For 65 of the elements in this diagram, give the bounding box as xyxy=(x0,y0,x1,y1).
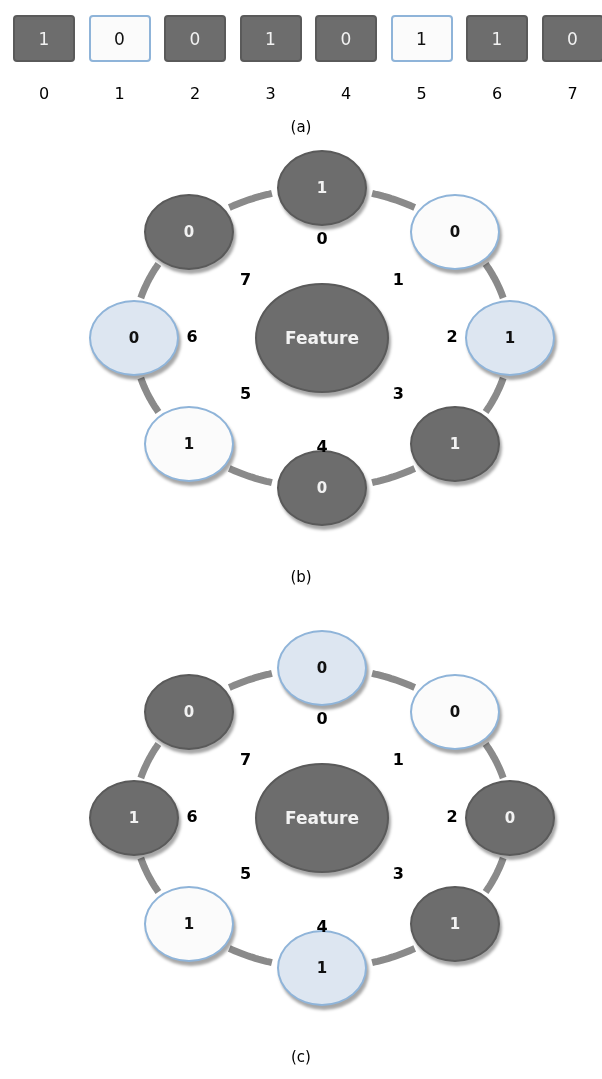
bit-circle: 1 xyxy=(277,150,367,226)
bit-circle: 1 xyxy=(89,780,179,856)
ring-connector xyxy=(137,376,162,414)
index-number: 0 xyxy=(315,709,329,728)
bit-circle: 0 xyxy=(144,193,235,270)
bit-cell: 1 xyxy=(466,15,528,62)
index-number: 7 xyxy=(239,270,253,290)
bit-circle: 1 xyxy=(144,886,235,963)
bit-circle: 0 xyxy=(89,300,179,376)
ring-connector xyxy=(137,262,162,300)
bit-cell: 1 xyxy=(239,15,302,62)
bit-cell: 0 xyxy=(315,15,377,62)
ring-connector xyxy=(227,190,273,211)
panel-caption: (b) xyxy=(289,568,313,586)
index-number: 2 xyxy=(445,327,459,346)
index-number: 6 xyxy=(185,807,199,826)
ring-connector xyxy=(227,465,273,486)
ring-connector xyxy=(371,190,417,211)
ring-connector xyxy=(137,742,162,780)
ring-connector xyxy=(482,742,507,780)
index-number: 7 xyxy=(239,750,253,770)
bit-circle: 0 xyxy=(465,780,555,856)
bit-cell: 0 xyxy=(164,15,226,62)
ring-connector xyxy=(227,670,273,691)
ring-connector xyxy=(371,670,417,691)
index-number: 5 xyxy=(239,383,253,403)
index-number: 1 xyxy=(391,750,405,770)
bit-circle: 0 xyxy=(277,630,367,706)
bit-circle: 0 xyxy=(409,673,500,750)
feature-circle: Feature xyxy=(255,763,389,873)
index-number: 6 xyxy=(185,327,199,346)
index-number: 3 xyxy=(264,84,277,103)
ring-connector xyxy=(482,376,507,414)
index-number: 0 xyxy=(315,229,329,248)
index-number: 2 xyxy=(188,84,202,103)
index-number: 6 xyxy=(490,84,504,103)
ring-connector xyxy=(482,262,507,300)
ring-connector xyxy=(371,945,417,966)
bit-circle: 0 xyxy=(144,673,235,750)
index-number: 0 xyxy=(37,84,51,103)
bit-circle: 1 xyxy=(409,886,500,963)
index-number: 3 xyxy=(391,383,405,403)
bit-cell: 0 xyxy=(88,15,151,62)
ring-connector xyxy=(482,856,507,894)
panel-caption: (a) xyxy=(289,118,313,136)
bit-circle: 1 xyxy=(144,406,235,483)
index-number: 2 xyxy=(445,807,459,826)
ring-connector xyxy=(227,945,273,966)
index-number: 3 xyxy=(391,863,405,883)
index-number: 5 xyxy=(415,84,428,103)
ring-connector xyxy=(371,465,417,486)
index-number: 7 xyxy=(566,84,579,103)
index-number: 1 xyxy=(391,270,405,290)
bit-circle: 1 xyxy=(409,406,500,483)
index-number: 5 xyxy=(239,863,253,883)
panel-caption: (c) xyxy=(290,1048,312,1066)
bit-circle: 0 xyxy=(409,193,500,270)
bit-cell: 0 xyxy=(541,15,602,62)
index-number: 1 xyxy=(113,84,126,103)
bit-cell: 1 xyxy=(390,15,453,62)
feature-circle: Feature xyxy=(255,283,389,393)
index-number: 4 xyxy=(339,84,353,103)
bit-cell: 1 xyxy=(13,15,75,62)
ring-connector xyxy=(137,856,162,894)
bit-circle: 1 xyxy=(465,300,555,376)
